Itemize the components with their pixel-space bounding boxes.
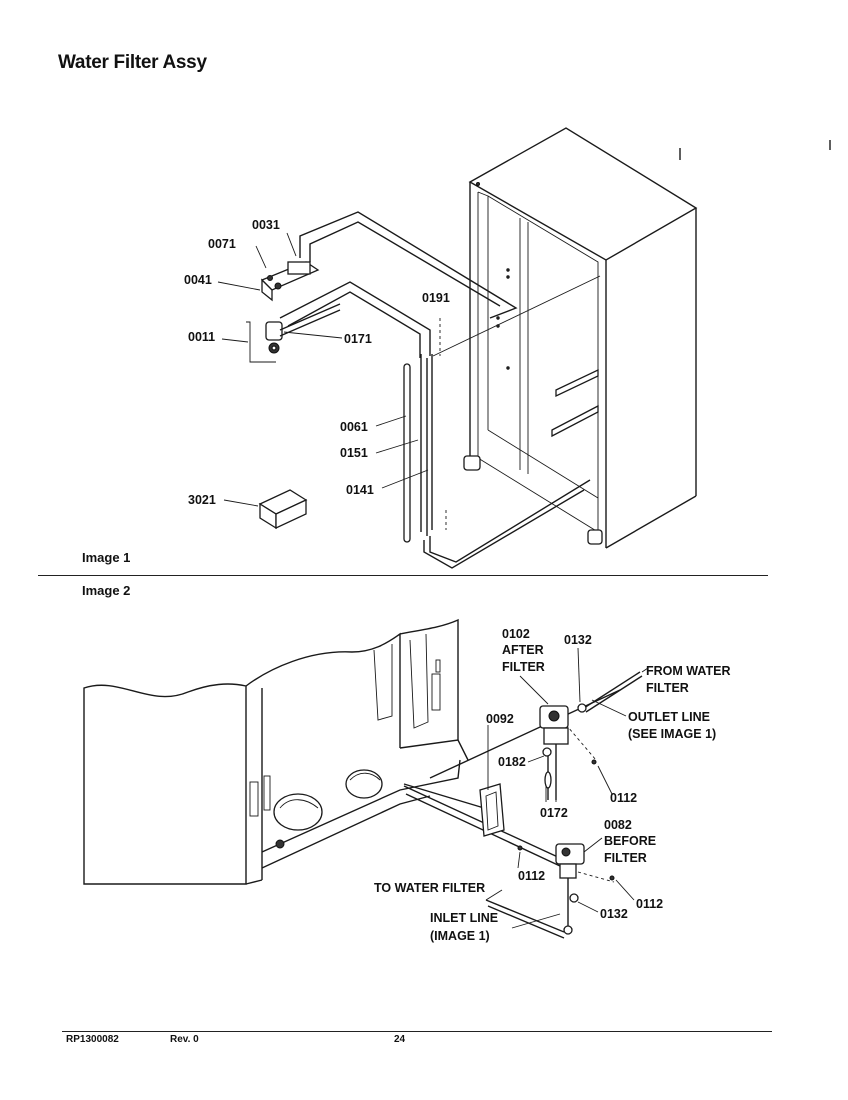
footer-part-number: RP1300082	[66, 1034, 119, 1045]
image1-leader-lines	[217, 232, 429, 507]
image2-refrigerator-base	[83, 618, 621, 885]
image2-leader-lines	[485, 647, 649, 929]
callout-0191: 0191	[422, 291, 450, 305]
image1-callout-labels: 0031 0071 0041 0011 0171 0191 0061 0151 …	[184, 218, 450, 507]
image1-refrigerator-cabinet	[463, 127, 831, 549]
callout-0112-a: 0112	[610, 791, 637, 805]
callout-filter-label-3: FILTER	[604, 851, 647, 865]
callout-0071: 0071	[208, 237, 236, 251]
callout-after-label: AFTER	[502, 643, 544, 657]
callout-inlet-line-label: INLET LINE	[430, 911, 498, 925]
callout-0082: 0082	[604, 818, 632, 832]
image1-part-3021-box	[258, 489, 308, 530]
image1-filter-bracket-assembly	[246, 261, 341, 363]
callout-0092: 0092	[486, 712, 514, 726]
callout-outlet-line-label: OUTLET LINE	[628, 710, 710, 724]
callout-0102: 0102	[502, 627, 530, 641]
callout-0041: 0041	[184, 273, 212, 287]
callout-3021: 3021	[188, 493, 216, 507]
image2-bracket-0092	[479, 783, 505, 837]
callout-filter-label-1: FILTER	[502, 660, 545, 674]
section-divider	[38, 575, 768, 576]
page-title: Water Filter Assy	[58, 52, 207, 73]
callout-0171: 0171	[344, 332, 372, 346]
footer-rule	[62, 1031, 772, 1032]
image1-water-tubing	[279, 211, 601, 569]
image2-label: Image 2	[82, 583, 131, 598]
callout-0132-b: 0132	[600, 907, 628, 921]
callout-0112-b: 0112	[518, 869, 545, 883]
footer-revision: Rev. 0	[170, 1034, 199, 1045]
callout-0182: 0182	[498, 755, 526, 769]
callout-0031: 0031	[252, 218, 280, 232]
callout-to-water-filter-label: TO WATER FILTER	[374, 881, 485, 895]
callout-0141: 0141	[346, 483, 374, 497]
callout-before-label: BEFORE	[604, 834, 656, 848]
image1-label: Image 1	[82, 550, 131, 565]
callout-filter-label-2: FILTER	[646, 681, 689, 695]
image2-callout-labels: 0102 AFTER FILTER 0132 FROM WATER FILTER…	[374, 627, 730, 943]
image2-valve-0082	[517, 843, 615, 935]
footer-page-number: 24	[394, 1034, 406, 1045]
callout-0172: 0172	[540, 806, 568, 820]
callout-0151: 0151	[340, 446, 368, 460]
callout-image1-ref-label: (IMAGE 1)	[430, 929, 490, 943]
callout-from-water-label: FROM WATER	[646, 664, 730, 678]
callout-0112-c: 0112	[636, 897, 663, 911]
image2-valve-0102	[539, 703, 597, 789]
callout-see-image-label: (SEE IMAGE 1)	[628, 727, 716, 741]
callout-0132-a: 0132	[564, 633, 592, 647]
callout-0011: 0011	[188, 330, 215, 344]
callout-0061: 0061	[340, 420, 368, 434]
image2-water-lines	[403, 671, 643, 939]
